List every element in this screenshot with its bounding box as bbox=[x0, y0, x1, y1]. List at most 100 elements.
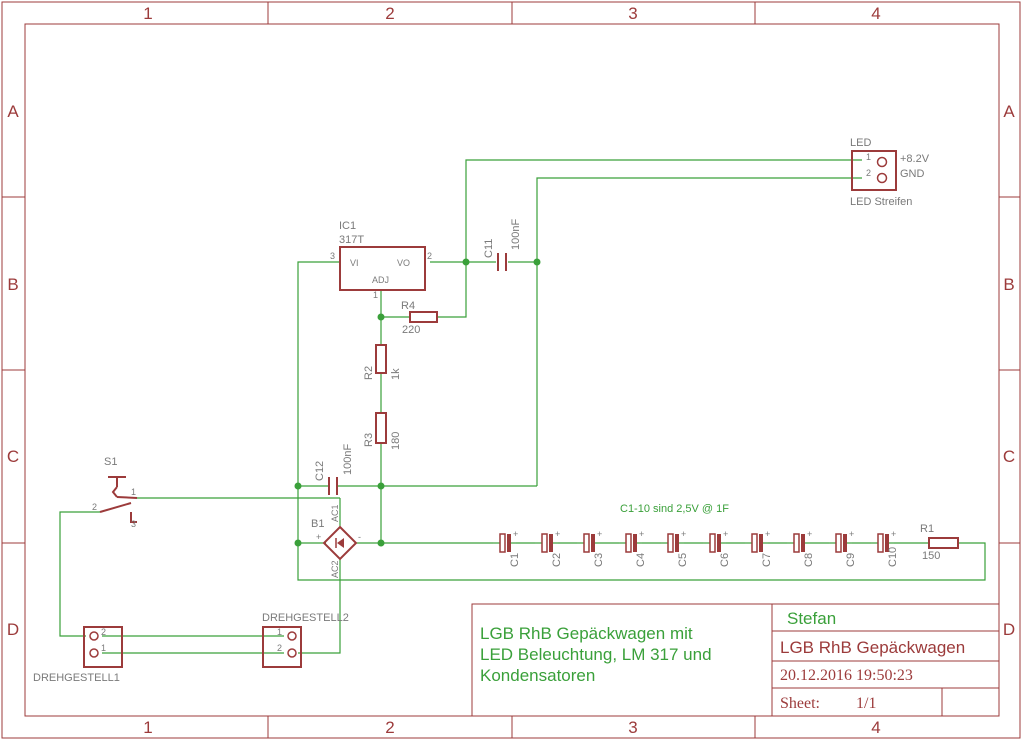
capacitor-plus-sign: + bbox=[807, 529, 812, 539]
capacitor-c1: +C1 bbox=[493, 529, 521, 567]
row-label-a-right: A bbox=[1003, 102, 1015, 121]
ic1-pin2: 2 bbox=[427, 251, 432, 261]
s1-name: S1 bbox=[104, 456, 117, 468]
c11-name: C11 bbox=[483, 239, 495, 258]
row-label-d-right: D bbox=[1003, 620, 1015, 639]
capacitor-plus-sign: + bbox=[765, 529, 770, 539]
capacitor-plus-sign: + bbox=[849, 529, 854, 539]
r2-value: 1k bbox=[390, 368, 402, 380]
ic1-regulator bbox=[339, 246, 426, 291]
column-label-3-bottom: 3 bbox=[628, 718, 637, 737]
r3-value: 180 bbox=[390, 432, 402, 450]
column-label-4-bottom: 4 bbox=[871, 718, 880, 737]
b1-plus-label: + bbox=[316, 532, 321, 542]
r1-name: R1 bbox=[920, 523, 934, 535]
r4-name: R4 bbox=[401, 300, 415, 312]
led-connector bbox=[851, 150, 897, 191]
capacitor-plus-sign: + bbox=[639, 529, 644, 539]
led-pin2: 2 bbox=[866, 168, 871, 178]
capacitor-plus-sign: + bbox=[513, 529, 518, 539]
r3-resistor bbox=[375, 412, 387, 444]
row-label-b: B bbox=[7, 275, 18, 294]
title-block-sheet-label: Sheet: bbox=[780, 695, 820, 712]
capacitor-plus-sign: + bbox=[555, 529, 560, 539]
capacitor-label: C3 bbox=[593, 553, 605, 567]
title-block-sheet-value: 1/1 bbox=[856, 695, 876, 712]
b1-name: B1 bbox=[311, 518, 324, 530]
capacitor-c5: + C5 bbox=[661, 529, 689, 567]
b1-ac1-label: AC1 bbox=[330, 504, 340, 522]
column-label-2: 2 bbox=[385, 4, 394, 23]
title-block-title: LGB RhB Gepäckwagen bbox=[780, 638, 965, 657]
led-value: LED Streifen bbox=[850, 196, 912, 208]
b1-ac2-label: AC2 bbox=[330, 560, 340, 578]
capacitor-label: C9 bbox=[845, 553, 857, 567]
drehgestell1-pin2: 2 bbox=[101, 627, 106, 637]
ic1-pin-vi: VI bbox=[350, 258, 359, 268]
drehgestell2-pin1: 1 bbox=[277, 627, 282, 637]
r3-name: R3 bbox=[363, 433, 375, 447]
drehgestell2-name: DREHGESTELL2 bbox=[262, 612, 349, 624]
capacitor-plus-sign: + bbox=[681, 529, 686, 539]
b1-bridge-rectifier bbox=[322, 525, 358, 561]
capacitor-c4: + C4 bbox=[619, 529, 647, 567]
s1-pin2: 2 bbox=[92, 502, 97, 512]
capacitor-plus-sign: + bbox=[723, 529, 728, 539]
drehgestell1-pin1: 1 bbox=[101, 643, 106, 653]
column-label-2-bottom: 2 bbox=[385, 718, 394, 737]
r2-name: R2 bbox=[363, 366, 375, 380]
c11-value: 100nF bbox=[510, 219, 522, 250]
title-block-description-line1: LGB RhB Gepäckwagen mit bbox=[480, 624, 693, 643]
c11-capacitor bbox=[497, 253, 507, 271]
title-block-description-line3: Kondensatoren bbox=[480, 666, 595, 685]
title-block-author: Stefan bbox=[787, 609, 836, 628]
ic1-name: IC1 bbox=[339, 220, 356, 232]
row-label-c: C bbox=[7, 447, 19, 466]
capacitor-c3: + C3 bbox=[577, 529, 605, 567]
c12-name: C12 bbox=[314, 461, 326, 481]
capacitor-c9: + C9 bbox=[829, 529, 857, 567]
drehgestell2-pin2: 2 bbox=[277, 643, 282, 653]
capacitor-c6: + C6 bbox=[703, 529, 731, 567]
r1-value: 150 bbox=[922, 550, 940, 562]
column-label-1-bottom: 1 bbox=[143, 718, 152, 737]
drehgestell1-connector bbox=[83, 626, 123, 668]
junctions bbox=[294, 258, 541, 547]
led-net-gnd: GND bbox=[900, 168, 925, 180]
column-label-3: 3 bbox=[628, 4, 637, 23]
capacitor-c7: + C7 bbox=[745, 529, 773, 567]
drehgestell2-connector bbox=[262, 626, 302, 668]
ic1-pin-vo: VO bbox=[397, 258, 410, 268]
capacitor-label: C7 bbox=[761, 553, 773, 567]
capacitor-label: C2 bbox=[551, 553, 563, 567]
c12-value: 100nF bbox=[342, 444, 354, 475]
r4-value: 220 bbox=[402, 324, 420, 336]
ic1-value: 317T bbox=[339, 234, 364, 246]
r4-resistor bbox=[409, 311, 438, 323]
title-block bbox=[471, 603, 1000, 717]
ic1-pin1: 1 bbox=[373, 290, 378, 300]
column-label-1: 1 bbox=[143, 4, 152, 23]
led-net-plus: +8.2V bbox=[900, 153, 930, 165]
ic1-pin3: 3 bbox=[330, 251, 335, 261]
capacitor-c10: +C10 bbox=[871, 529, 899, 567]
b1-minus-label: - bbox=[358, 532, 361, 542]
capacitor-label: C8 bbox=[803, 553, 815, 567]
row-label-a: A bbox=[7, 102, 19, 121]
r2-resistor bbox=[375, 344, 387, 374]
capacitor-label: C10 bbox=[887, 547, 899, 567]
column-label-4: 4 bbox=[871, 4, 880, 23]
capacitor-plus-sign: + bbox=[597, 529, 602, 539]
capacitor-note: C1-10 sind 2,5V @ 1F bbox=[620, 503, 729, 515]
capacitor-label: C5 bbox=[677, 553, 689, 567]
capacitor-chain: +C1+C2+C3+C4+C5+C6+C7+C8+C9+C10 bbox=[493, 529, 899, 567]
capacitor-c8: + C8 bbox=[787, 529, 815, 567]
drehgestell1-name: DREHGESTELL1 bbox=[33, 672, 120, 684]
s1-pin3: 3 bbox=[131, 519, 136, 529]
capacitor-label: C6 bbox=[719, 553, 731, 567]
row-label-c-right: C bbox=[1003, 447, 1015, 466]
c12-capacitor bbox=[328, 477, 338, 495]
row-label-b-right: B bbox=[1003, 275, 1014, 294]
capacitor-label: C4 bbox=[635, 553, 647, 567]
